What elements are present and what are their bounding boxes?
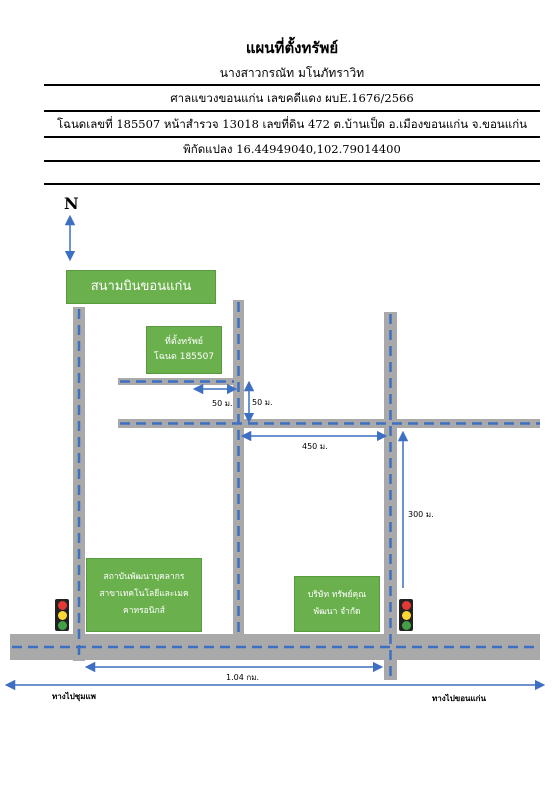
company-line2: พัฒนา จำกัด: [313, 607, 361, 617]
distance-50-h: 50 ม.: [212, 399, 233, 408]
institute-box: สถาบันพัฒนาบุคลากร สาขาเทคโนโลยีและเมค ค…: [86, 558, 202, 632]
distance-1-04: 1.04 กม.: [226, 673, 260, 682]
property-deed: โฉนด 185507: [153, 352, 215, 362]
airport-label: สนามบินขอนแก่น: [90, 279, 192, 294]
company-line1: บริษัท ทรัพย์คุณ: [307, 590, 367, 600]
header-divider: [44, 183, 540, 185]
traffic-light-icon: [55, 599, 69, 631]
header-divider: [44, 110, 540, 112]
distance-300: 300 ม.: [408, 510, 434, 519]
airport-box: สนามบินขอนแก่น: [66, 270, 216, 304]
direction-left: ทางไปชุมแพ: [52, 692, 96, 701]
owner-name: นางสาวกรณัท มโนภัทราวิท: [219, 66, 365, 80]
distance-50-v: 50 ม.: [252, 398, 273, 407]
north-label: N: [64, 194, 79, 213]
parcel-coordinates: พิกัดแปลง 16.44949040,102.79014400: [183, 142, 401, 156]
property-box: ที่ตั้งทรัพย์ โฉนด 185507: [146, 326, 222, 374]
traffic-light-icon: [399, 599, 413, 631]
institute-line1: สถาบันพัฒนาบุคลากร: [103, 572, 185, 582]
distance-arrows: [4, 214, 546, 691]
header-divider: [44, 84, 540, 86]
company-box: บริษัท ทรัพย์คุณ พัฒนา จำกัด: [294, 576, 380, 632]
court-case: ศาลแขวงขอนแก่น เลขคดีแดง ผบE.1676/2566: [170, 91, 414, 105]
header-divider: [44, 160, 540, 162]
property-title: ที่ตั้งทรัพย์: [164, 337, 204, 347]
road-centerlines: [12, 302, 540, 678]
institute-line3: คาทรอนิกส์: [123, 606, 165, 616]
header-divider: [44, 136, 540, 138]
direction-right: ทางไปขอนแก่น: [432, 694, 486, 703]
deed-info: โฉนดเลขที่ 185507 หน้าสำรวจ 13018 เลขที่…: [56, 117, 528, 131]
distance-450: 450 ม.: [302, 442, 328, 451]
road-left: [73, 307, 85, 661]
page-title: แผนที่ตั้งทรัพย์: [245, 39, 339, 57]
institute-line2: สาขาเทคโนโลยีและเมค: [99, 589, 189, 599]
